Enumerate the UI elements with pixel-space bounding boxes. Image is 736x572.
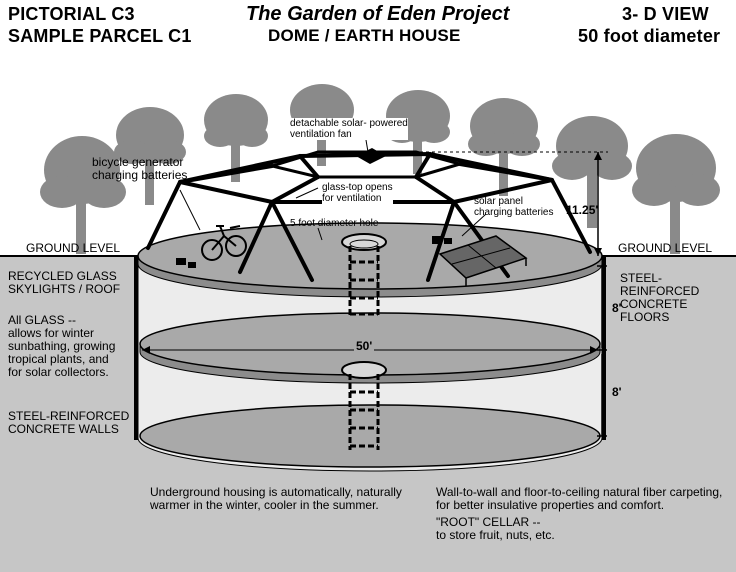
tree-icon	[114, 107, 186, 205]
diameter-arrow-right	[590, 346, 598, 354]
lower-floor-height: 8'	[612, 385, 622, 399]
solar-leader	[461, 213, 487, 237]
roof-hole-inner	[349, 239, 379, 249]
hole-leader	[317, 227, 323, 241]
ladder-lower	[348, 374, 380, 450]
solar-panel-label: solar panel charging batteries	[474, 196, 554, 218]
glass-top-leader	[295, 187, 319, 199]
glass-top-label: glass-top opens for ventilation	[322, 182, 393, 204]
bicycle-icon	[201, 225, 247, 261]
tree-icon	[632, 134, 720, 254]
lower-floor	[139, 404, 601, 468]
tree-icon	[468, 98, 540, 196]
tree-icon	[204, 94, 268, 182]
arrow-down	[594, 248, 602, 256]
ground-level-left: GROUND LEVEL	[26, 241, 121, 255]
all-glass-label: All GLASS -- allows for winter sunbathin…	[8, 313, 116, 379]
battery-icon	[176, 258, 196, 268]
view-label: 3- D VIEW	[622, 4, 709, 24]
page-subtitle: DOME / EARTH HOUSE	[268, 26, 461, 45]
diameter-arrow-left	[142, 346, 150, 354]
pictorial-label: PICTORIAL C3	[8, 4, 135, 24]
upper-floor-height: 8'	[612, 301, 622, 315]
height-label: 11.25'	[566, 203, 599, 217]
diameter-dimension-label: 50'	[354, 339, 375, 353]
diameter-label: 50 foot diameter	[578, 26, 721, 46]
hole-label: 5 foot diameter hole	[290, 218, 379, 229]
page-title: The Garden of Eden Project	[246, 3, 510, 25]
tree-icon	[552, 116, 632, 228]
root-cellar-note: "ROOT" CELLAR -- to store fruit, nuts, e…	[436, 515, 555, 542]
solar-panel-icon	[438, 235, 528, 286]
bicycle-leader	[179, 189, 201, 231]
battery-icon	[432, 236, 452, 244]
vent-fan-label: detachable solar- powered ventilation fa…	[290, 118, 408, 140]
floors-label: STEEL-REINFORCED CONCRETE FLOORS	[620, 271, 700, 324]
bicycle-label: bicycle generator charging batteries	[92, 155, 188, 182]
sample-parcel-label: SAMPLE PARCEL C1	[8, 26, 192, 46]
floor-hole	[341, 361, 387, 379]
skylights-label: RECYCLED GLASS SKYLIGHTS / ROOF	[8, 269, 121, 296]
floor-ticks	[597, 265, 607, 437]
walls-label: STEEL-REINFORCED CONCRETE WALLS	[8, 409, 130, 436]
tree-icon	[40, 136, 126, 254]
ground-level-right: GROUND LEVEL	[618, 241, 713, 255]
underground-note: Underground housing is automatically, na…	[150, 485, 402, 512]
ladder-upper	[348, 246, 380, 318]
fan-leader	[365, 139, 369, 153]
vent-fan-icon	[356, 148, 386, 164]
arrow-up	[594, 152, 602, 160]
carpeting-note: Wall-to-wall and floor-to-ceiling natura…	[436, 485, 723, 512]
